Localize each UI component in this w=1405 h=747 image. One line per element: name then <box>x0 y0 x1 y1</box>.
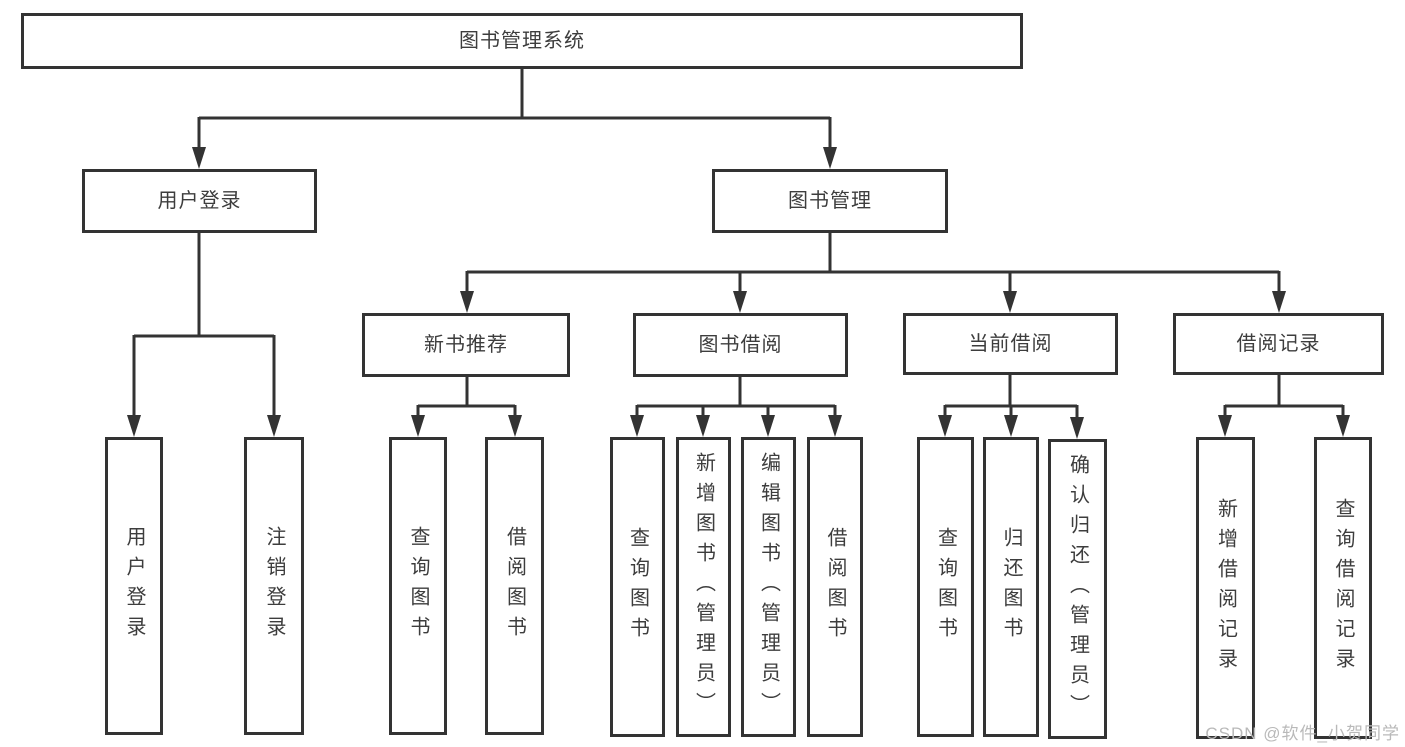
leaf-return-books: 归还图书 <box>983 437 1039 737</box>
leaf-confirm-return-admin: 确认归还（管理员） <box>1048 439 1107 739</box>
leaf-edit-book-admin: 编辑图书（管理员） <box>741 437 796 737</box>
connector-borrowrecords-branch <box>1223 375 1345 416</box>
connector-bookborrow-branch <box>635 377 837 416</box>
arrowhead-userlogin-leaves <box>127 415 281 437</box>
connector-newbook-branch <box>416 377 517 416</box>
leaf-borrow-books-recommend: 借阅图书 <box>485 437 544 735</box>
node-borrow-records: 借阅记录 <box>1173 313 1384 375</box>
leaf-query-books-recommend: 查询图书 <box>389 437 447 735</box>
node-current-borrow: 当前借阅 <box>903 313 1118 375</box>
connector-userlogin-branch <box>132 233 276 416</box>
arrowhead-bookborrow-leaves <box>630 415 842 437</box>
csdn-watermark: CSDN @软件_小贺同学 <box>1205 724 1400 743</box>
arrowhead-currentborrow-leaves <box>938 415 1084 439</box>
connector-bookmgmt-branch <box>465 233 1281 292</box>
connector-root-to-level2 <box>197 69 832 148</box>
leaf-query-books-current: 查询图书 <box>917 437 974 737</box>
leaf-add-borrow-record: 新增借阅记录 <box>1196 437 1255 739</box>
leaf-add-book-admin: 新增图书（管理员） <box>676 437 731 737</box>
leaf-query-books-borrow: 查询图书 <box>610 437 665 737</box>
leaf-logout: 注销登录 <box>244 437 304 735</box>
leaf-borrow-books: 借阅图书 <box>807 437 863 737</box>
arrowhead-level2 <box>192 147 837 169</box>
node-user-login: 用户登录 <box>82 169 317 233</box>
connector-currentborrow-branch <box>943 375 1079 418</box>
node-book-management: 图书管理 <box>712 169 948 233</box>
arrowhead-newbook-leaves <box>411 415 522 437</box>
node-book-borrow: 图书借阅 <box>633 313 848 377</box>
leaf-user-login: 用户登录 <box>105 437 163 735</box>
arrowhead-level3 <box>460 291 1286 313</box>
leaf-query-borrow-record: 查询借阅记录 <box>1314 437 1372 739</box>
arrowhead-borrowrecords-leaves <box>1218 415 1350 437</box>
node-new-book-recommend: 新书推荐 <box>362 313 570 377</box>
node-root: 图书管理系统 <box>21 13 1023 69</box>
